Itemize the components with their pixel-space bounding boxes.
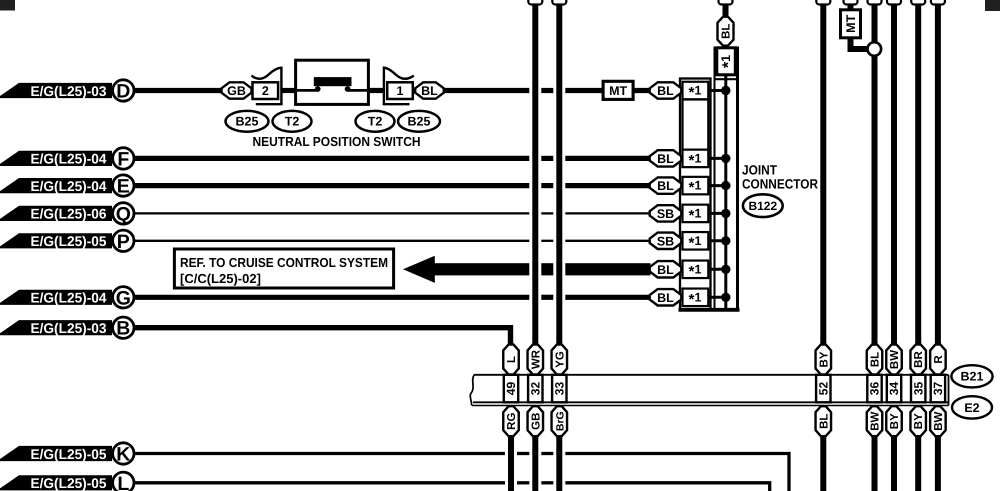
svg-text:BL: BL xyxy=(657,179,674,193)
svg-text:BR: BR xyxy=(913,351,925,368)
svg-text:E/G(L25)-03: E/G(L25)-03 xyxy=(31,320,107,336)
svg-text:P: P xyxy=(117,231,130,253)
svg-text:G: G xyxy=(116,287,131,309)
svg-text:SB: SB xyxy=(657,234,674,248)
svg-text:33: 33 xyxy=(553,382,567,396)
svg-text:REF. TO CRUISE CONTROL SYSTEM: REF. TO CRUISE CONTROL SYSTEM xyxy=(180,255,388,270)
svg-text:34: 34 xyxy=(887,382,901,396)
svg-text:E: E xyxy=(117,176,130,198)
svg-text:GB: GB xyxy=(227,84,246,98)
svg-text:*1: *1 xyxy=(689,234,702,252)
svg-text:MT: MT xyxy=(609,84,627,98)
svg-text:T2: T2 xyxy=(285,115,300,129)
svg-text:E/G(L25)-04: E/G(L25)-04 xyxy=(31,178,107,194)
svg-text:E/G(L25)-05: E/G(L25)-05 xyxy=(31,475,107,491)
svg-text:MT: MT xyxy=(844,14,858,32)
svg-text:1: 1 xyxy=(397,84,404,98)
svg-text:BW: BW xyxy=(889,350,901,369)
svg-text:E/G(L25)-04: E/G(L25)-04 xyxy=(31,290,107,306)
svg-text:B25: B25 xyxy=(236,115,259,129)
svg-text:T2: T2 xyxy=(368,115,383,129)
svg-text:SB: SB xyxy=(657,207,674,221)
svg-text:B: B xyxy=(116,318,130,340)
svg-text:CONNECTOR: CONNECTOR xyxy=(742,177,818,192)
svg-text:BW: BW xyxy=(933,411,945,430)
svg-text:*1: *1 xyxy=(689,262,702,280)
svg-text:WR: WR xyxy=(530,349,542,369)
svg-text:BY: BY xyxy=(913,413,925,429)
svg-text:B25: B25 xyxy=(408,115,431,129)
svg-text:D: D xyxy=(116,81,130,103)
svg-text:Q: Q xyxy=(116,203,131,225)
svg-text:52: 52 xyxy=(817,382,831,396)
svg-text:BL: BL xyxy=(657,152,674,166)
svg-text:BrG: BrG xyxy=(554,411,566,431)
svg-text:BL: BL xyxy=(721,24,733,39)
svg-text:E/G(L25)-06: E/G(L25)-06 xyxy=(31,206,107,222)
svg-text:32: 32 xyxy=(529,382,543,396)
svg-text:BW: BW xyxy=(870,411,882,430)
svg-text:E2: E2 xyxy=(964,401,979,415)
svg-text:*1: *1 xyxy=(689,151,702,169)
svg-text:37: 37 xyxy=(931,382,945,396)
svg-text:BL: BL xyxy=(421,84,438,98)
svg-text:*1: *1 xyxy=(689,290,702,308)
svg-text:E/G(L25)-04: E/G(L25)-04 xyxy=(31,151,107,167)
svg-text:BL: BL xyxy=(657,84,674,98)
svg-text:E/G(L25)-05: E/G(L25)-05 xyxy=(31,446,107,462)
svg-text:YG: YG xyxy=(554,351,566,368)
svg-text:BL: BL xyxy=(657,291,674,305)
svg-text:[C/C(L25)-02]: [C/C(L25)-02] xyxy=(180,271,261,286)
svg-text:BY: BY xyxy=(818,351,830,367)
svg-text:L: L xyxy=(117,473,129,491)
svg-text:E/G(L25)-03: E/G(L25)-03 xyxy=(31,83,107,99)
svg-text:E/G(L25)-05: E/G(L25)-05 xyxy=(31,233,107,249)
svg-text:*1: *1 xyxy=(689,179,702,197)
svg-text:36: 36 xyxy=(868,382,882,396)
svg-text:BL: BL xyxy=(870,352,882,367)
svg-text:B122: B122 xyxy=(748,199,777,213)
svg-text:*1: *1 xyxy=(689,206,702,224)
svg-text:BL: BL xyxy=(818,414,830,429)
svg-text:BL: BL xyxy=(657,263,674,277)
svg-text:NEUTRAL POSITION SWITCH: NEUTRAL POSITION SWITCH xyxy=(253,134,421,149)
svg-text:L: L xyxy=(506,356,518,363)
svg-text:*1: *1 xyxy=(719,55,737,68)
svg-text:BY: BY xyxy=(889,413,901,429)
svg-text:2: 2 xyxy=(262,84,269,98)
svg-text:R: R xyxy=(933,355,945,364)
svg-text:*1: *1 xyxy=(689,84,702,102)
svg-text:49: 49 xyxy=(504,382,518,396)
svg-text:GB: GB xyxy=(530,413,542,430)
svg-text:JOINT: JOINT xyxy=(742,162,778,177)
svg-text:35: 35 xyxy=(911,382,925,396)
svg-text:K: K xyxy=(116,444,130,466)
svg-text:B21: B21 xyxy=(961,370,984,384)
svg-text:RG: RG xyxy=(506,413,518,430)
svg-text:F: F xyxy=(117,148,129,170)
